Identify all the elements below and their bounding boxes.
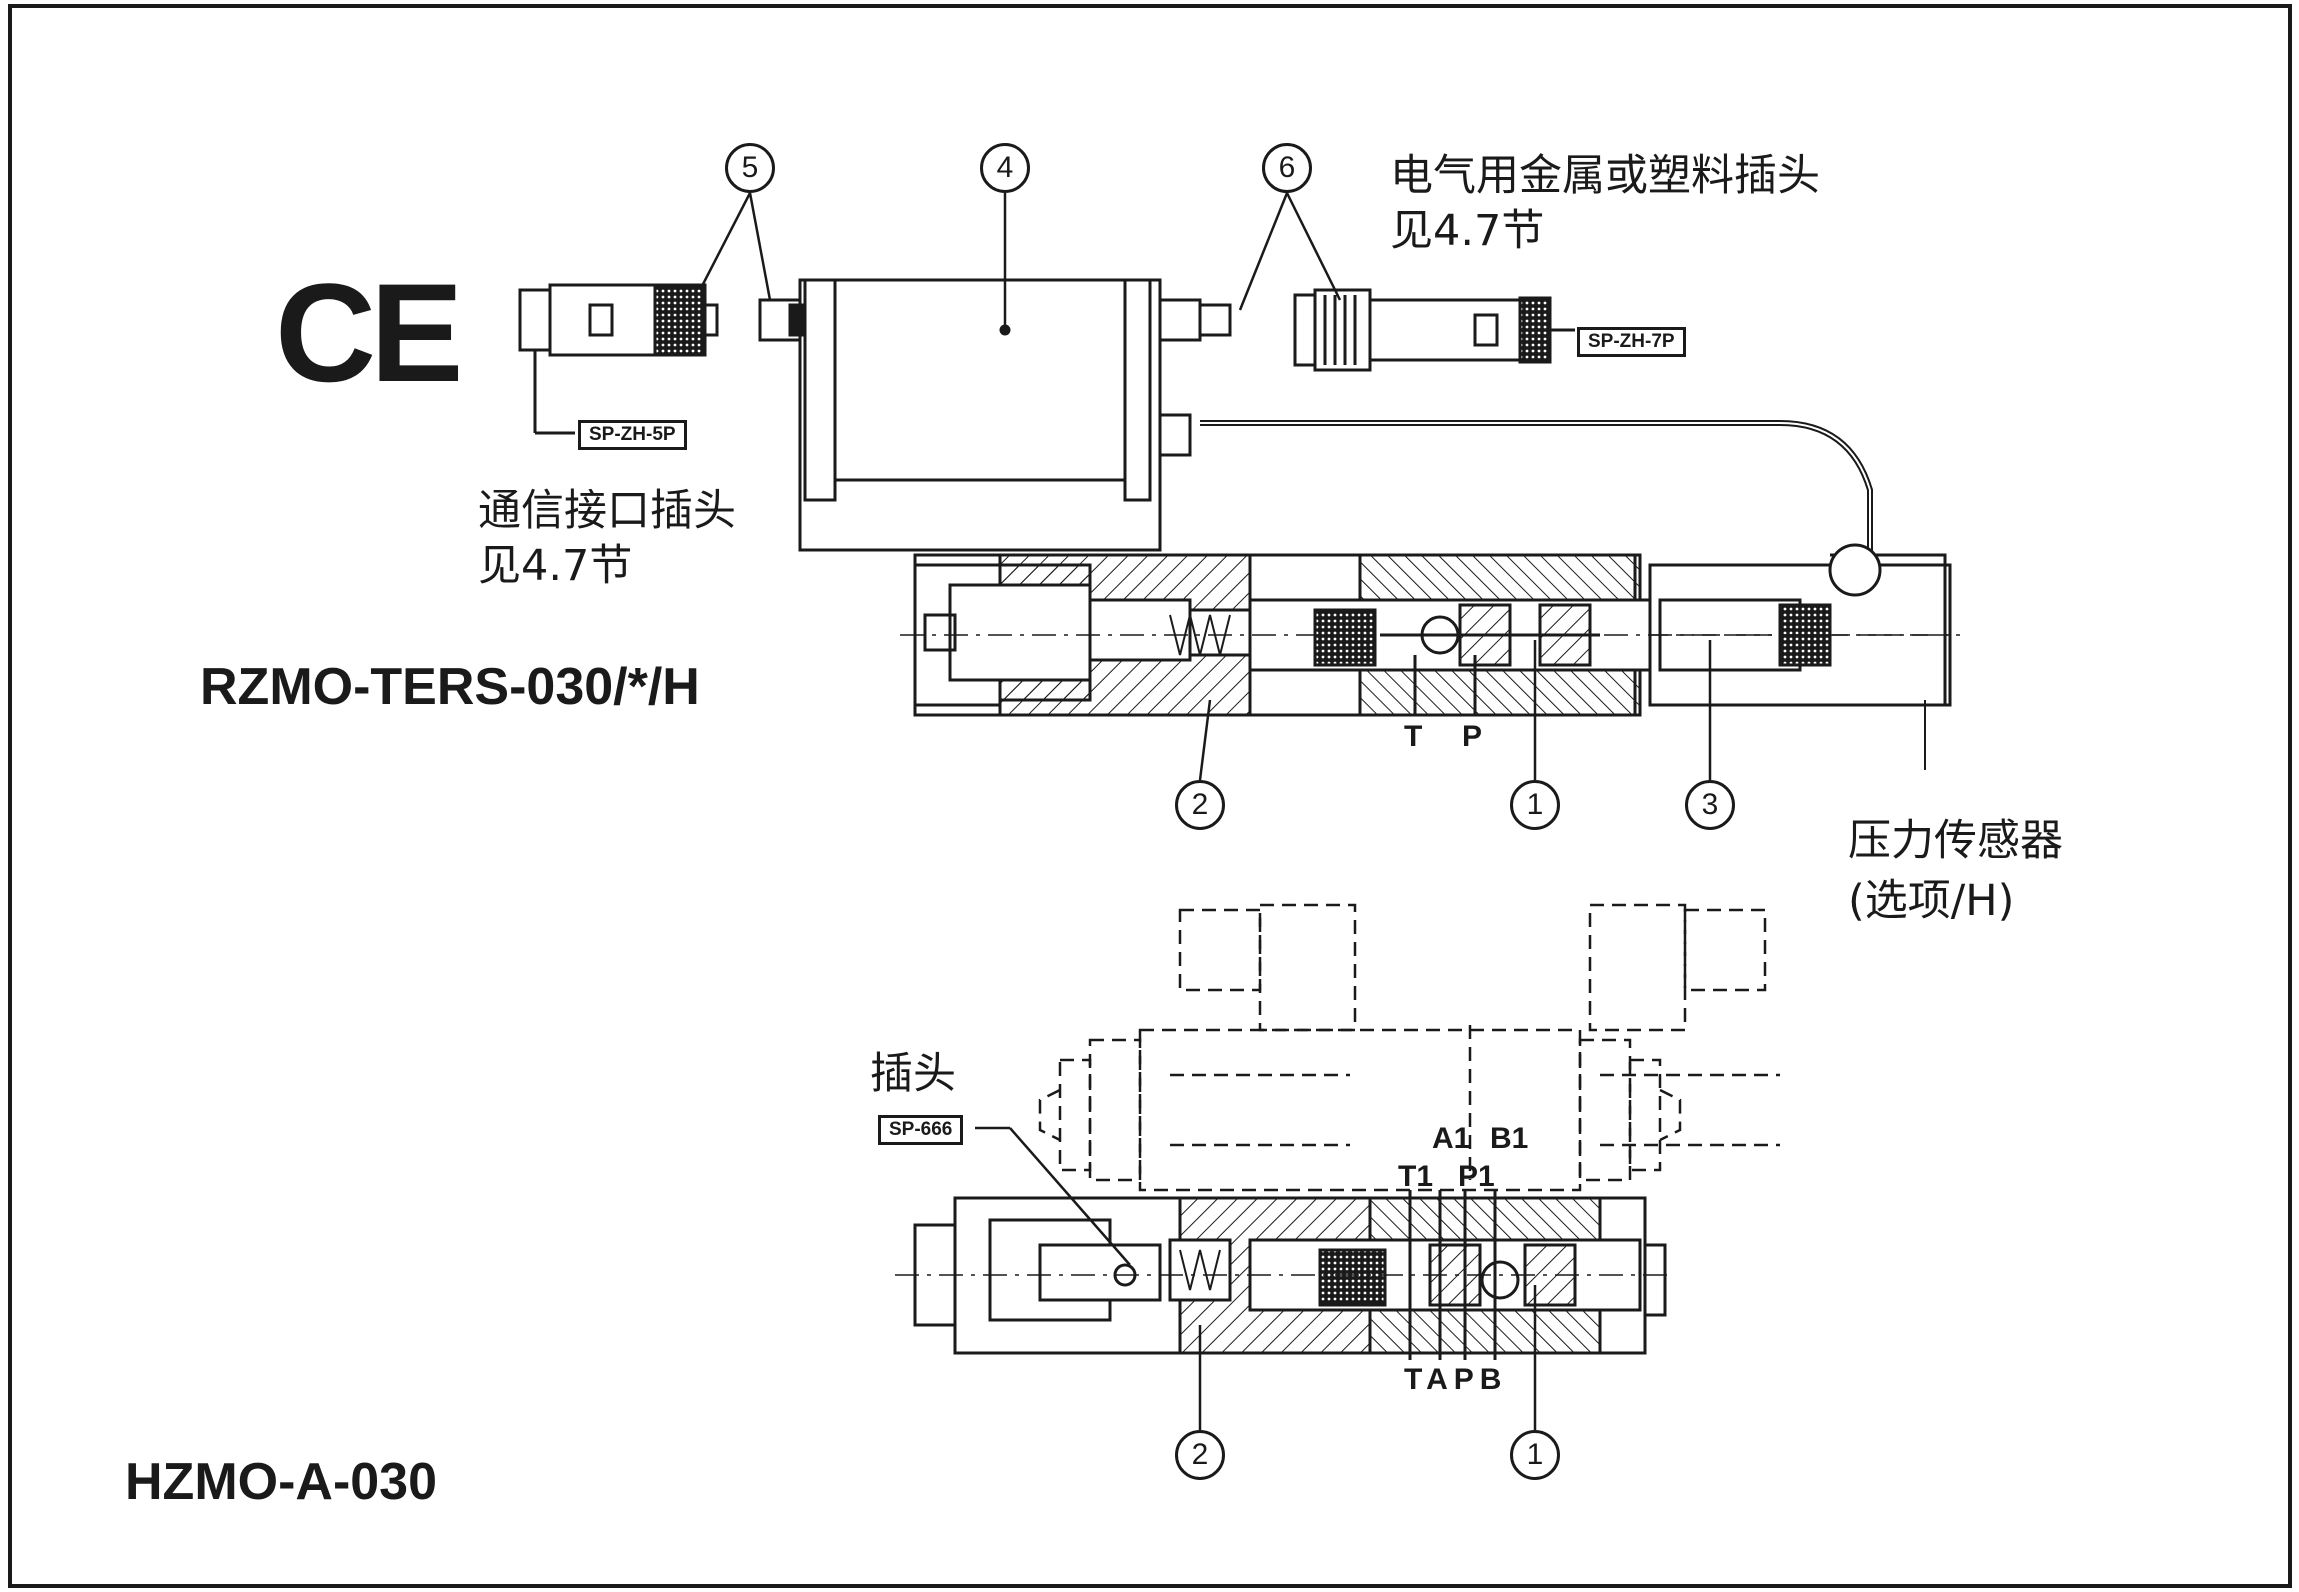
- callout-5: 5: [725, 143, 775, 193]
- comm-plug-shape: [518, 283, 719, 435]
- callout-3: 3: [1685, 780, 1735, 830]
- electronics-housing: [798, 278, 1162, 552]
- model-bottom: HZMO-A-030: [125, 1453, 438, 1511]
- tag-sp-zh-5p: SP-ZH-5P: [578, 420, 687, 450]
- ce-mark: CE: [275, 254, 464, 411]
- callout-1-top: 1: [1510, 780, 1560, 830]
- comm-plug-label: 通信接口插头: [478, 486, 736, 536]
- tag-sp-666: SP-666: [878, 1115, 964, 1145]
- port-t1: T1: [1398, 1160, 1434, 1193]
- bottom-valve-assembly: [895, 1190, 1675, 1360]
- diagram-border: [8, 4, 2292, 1588]
- plug-label: 插头: [870, 1049, 956, 1099]
- top-valve-assembly: [518, 278, 1960, 770]
- tag-sp-zh-7p: SP-ZH-7P: [1577, 327, 1686, 357]
- phantom-outline: [1038, 903, 1780, 1192]
- pressure-sensor-label: 压力传感器: [1848, 816, 2063, 866]
- callout-2-bottom: 2: [1175, 1430, 1225, 1480]
- callout-4: 4: [980, 143, 1030, 193]
- electrical-plug-label: 电气用金属或塑料插头: [1390, 151, 1820, 201]
- port-p1: P1: [1458, 1160, 1495, 1193]
- ports-tapb-bottom: TAPB: [1404, 1363, 1508, 1396]
- callout-6: 6: [1262, 143, 1312, 193]
- pressure-sensor-option: (选项/H): [1848, 876, 2015, 926]
- port-a1: A1: [1432, 1122, 1471, 1155]
- port-p-top: P: [1462, 720, 1483, 753]
- electrical-plug-ref: 见4.7节: [1390, 206, 1545, 256]
- power-plug-shape: [1293, 288, 1575, 372]
- top-leader-lines: [698, 192, 1712, 781]
- port-b1: B1: [1490, 1122, 1529, 1155]
- model-top: RZMO-TERS-030/*/H: [200, 658, 700, 716]
- callout-1-bottom: 1: [1510, 1430, 1560, 1480]
- bottom-leader-lines: [975, 1126, 1537, 1430]
- port-t-top: T: [1404, 720, 1423, 753]
- callout-2-top: 2: [1175, 780, 1225, 830]
- comm-plug-ref: 见4.7节: [478, 541, 633, 591]
